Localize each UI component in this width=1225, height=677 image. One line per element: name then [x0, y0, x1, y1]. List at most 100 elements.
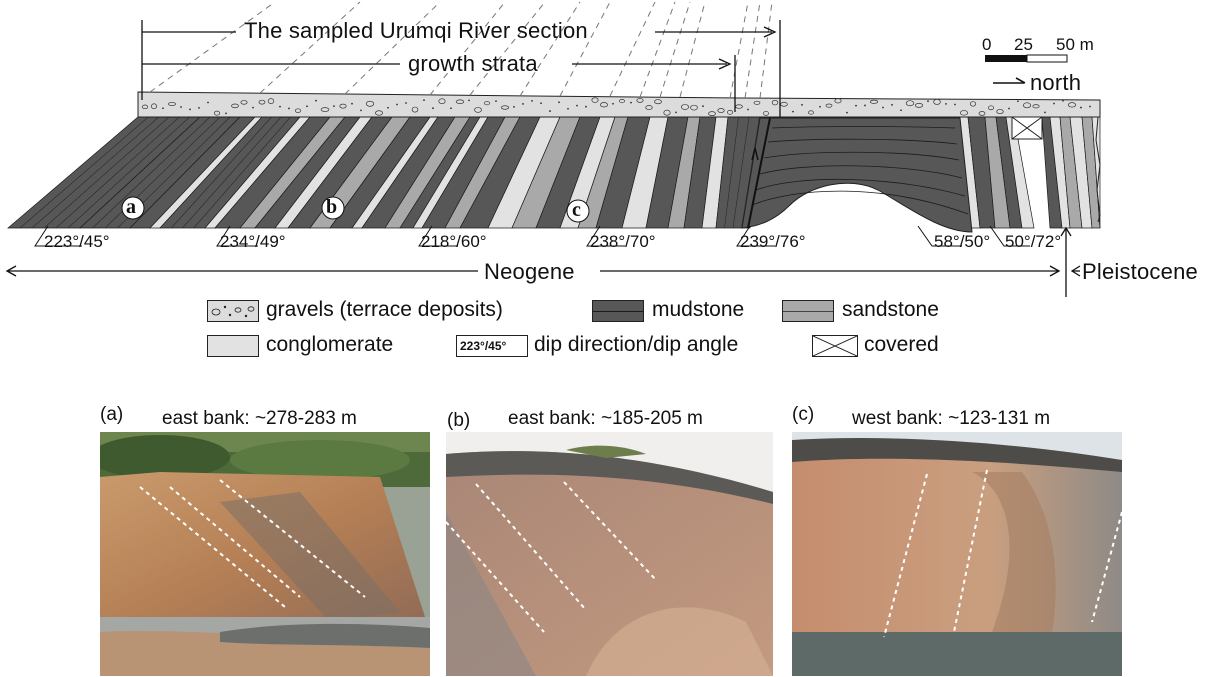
gravel-pebble	[905, 100, 915, 107]
gravel-pebble	[1089, 105, 1091, 108]
gravel-pebble	[387, 106, 389, 109]
photo-c-label: (c)	[792, 404, 815, 425]
bedding-line	[67, 116, 190, 229]
legend-label-sandstone: sandstone	[842, 298, 939, 321]
gravel-pebble	[927, 100, 929, 103]
gravel-pebble	[1067, 102, 1077, 108]
north-label: north	[1030, 70, 1082, 95]
gravel-pebble	[450, 107, 452, 110]
gravel-pebble	[455, 99, 465, 104]
gravel-pebble	[258, 99, 266, 105]
gravel-pebble	[198, 106, 200, 109]
gravel-pebble	[914, 102, 924, 108]
gravel-pebble	[645, 105, 653, 110]
bedding-line	[741, 116, 760, 229]
point-marker-b	[321, 196, 345, 220]
gravel-pebble	[213, 110, 221, 116]
section-right-edge	[1095, 116, 1101, 223]
dip-label-2: 234°/49°	[220, 232, 286, 251]
bedding-line	[193, 116, 291, 229]
gravel-pebble	[141, 104, 149, 110]
gravel-pebble	[189, 108, 191, 111]
point-label-b: b	[326, 196, 338, 218]
legend-label-covered: covered	[864, 333, 939, 356]
photo-b-caption: east bank: ~185-205 m	[508, 408, 703, 429]
gravel-pebble	[612, 102, 614, 105]
gravel-pebble	[978, 111, 986, 116]
photo-a	[100, 432, 430, 676]
gravel-pebble	[808, 110, 814, 115]
age-range-arrows	[5, 226, 1081, 297]
covered-box	[1011, 116, 1043, 140]
gravel-pebble	[207, 101, 209, 104]
bedding-line	[19, 116, 149, 229]
gravel-pebble	[333, 105, 335, 108]
fold-bed-lines	[751, 126, 969, 215]
gravel-pebble	[987, 105, 995, 111]
gravel-pebble	[267, 98, 275, 104]
gravel-pebble	[834, 98, 842, 104]
gravel-pebble	[252, 106, 254, 109]
bedding-line	[55, 116, 180, 229]
sampled-section-bracket	[141, 20, 781, 117]
gravel-pebble	[375, 110, 383, 116]
bedding-line	[92, 116, 211, 229]
photo-a-label: (a)	[100, 404, 124, 425]
gravel-pebble	[531, 99, 533, 102]
bedding-line	[43, 116, 170, 229]
gravel-pebble	[792, 110, 794, 113]
gravel-pebble	[819, 105, 821, 108]
dip-label-7: 50°/72°	[1005, 232, 1062, 251]
sample-point-markers	[121, 196, 590, 223]
neogene-label: Neogene	[484, 259, 575, 284]
gravel-pebble	[495, 100, 497, 103]
bedding-line	[171, 116, 272, 229]
gravel-pebble	[468, 99, 470, 102]
bedding-line	[182, 116, 282, 229]
gravel-pebble	[405, 102, 407, 104]
gravel-pebble	[954, 103, 956, 106]
point-label-a: a	[126, 196, 136, 218]
gravel-pebble	[500, 105, 510, 110]
dip-label-3: 218°/60°	[421, 232, 487, 251]
gravel-pebble	[180, 106, 182, 108]
gravel-pebble	[969, 101, 977, 107]
scale-label-50: 50 m	[1056, 35, 1094, 54]
photo-b-label: (b)	[447, 410, 471, 431]
gravel-pebble	[351, 102, 353, 105]
gravel-pebble	[576, 104, 578, 107]
gravel-pebble	[630, 101, 632, 104]
gravel-pebble	[567, 107, 569, 110]
bedding-line	[31, 116, 159, 229]
gravel-pebble	[483, 101, 491, 106]
bedding-line	[732, 116, 750, 229]
gravel-pebble	[558, 101, 560, 104]
legend-swatch-covered	[812, 335, 858, 357]
legend-swatch-sandstone	[782, 300, 834, 322]
gravel-pebble	[549, 110, 551, 112]
legend-swatch-conglomerate	[207, 335, 259, 357]
gravel-pebble	[636, 98, 644, 103]
photo-c	[792, 432, 1122, 676]
gravel-pebble	[933, 98, 941, 105]
gravel-pebble	[702, 105, 704, 108]
legend-dip-sample: 223°/45°	[460, 339, 507, 353]
gravel-pebble	[900, 109, 902, 112]
bedding-line	[724, 116, 739, 229]
gravel-pebble	[339, 103, 347, 109]
gravel-pebble	[855, 104, 857, 107]
gravel-pebble	[1044, 111, 1046, 114]
dip-label-6: 58°/50°	[934, 232, 991, 251]
gravel-pebble	[690, 104, 698, 111]
gravel-pebble	[864, 104, 866, 107]
gravel-pebble	[675, 111, 677, 114]
anticline-fold	[741, 117, 973, 233]
gravel-pebble	[360, 109, 362, 112]
growth-strata-bracket	[142, 55, 736, 112]
scale-bar	[985, 54, 1068, 63]
gravel-pebble	[585, 105, 587, 108]
gravel-pebble	[151, 103, 157, 110]
point-marker-c	[566, 199, 590, 223]
gravel-pebble	[869, 99, 879, 104]
gravel-pebble	[513, 106, 515, 108]
